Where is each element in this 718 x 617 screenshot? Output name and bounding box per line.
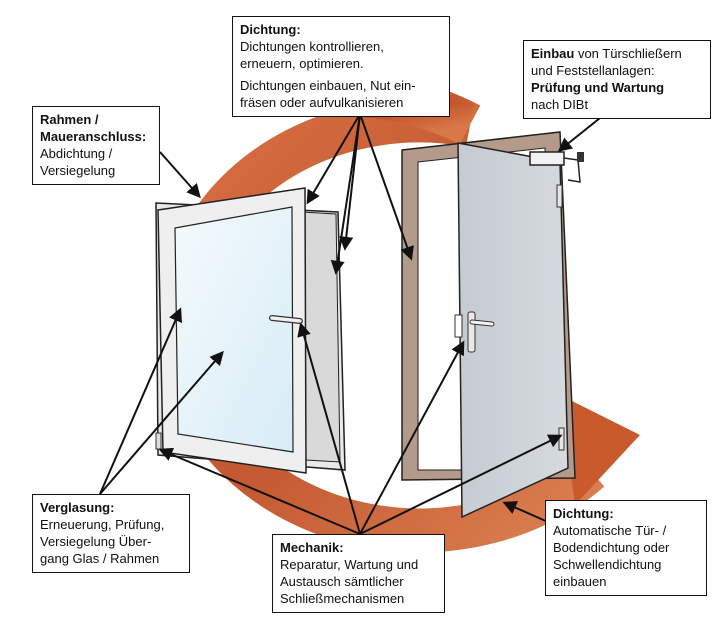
door-leaf (454, 142, 569, 519)
callout-dichtung-top: Dichtung: Dichtungen kontrollieren, erne… (232, 16, 450, 117)
callout-dichtung-bottom: Dichtung: Automatische Tür- / Bodendicht… (545, 500, 707, 596)
callout-title: Verglasung: (40, 500, 115, 515)
callout-title: Mechanik: (280, 540, 344, 555)
callout-line: und Feststellanlagen: (531, 63, 655, 78)
door-handle-plate (467, 311, 476, 353)
callout-line: Reparatur, Wartung und (280, 557, 419, 572)
door-hinge-top (556, 184, 563, 208)
callout-line: Abdichtung / (40, 146, 113, 161)
callout-title: Rahmen / (40, 112, 99, 127)
callout-line: Bodendichtung oder (553, 540, 670, 555)
callout-line: Dichtungen kontrollieren, (240, 39, 384, 54)
callout-title-bold: Einbau (531, 46, 575, 61)
callout-line: Dichtungen einbauen, Nut ein- (240, 78, 416, 93)
window-glass (174, 206, 294, 453)
callout-line: Automatische Tür- / (553, 523, 667, 538)
door-hinge-bottom (558, 427, 565, 451)
callout-line: gang Glas / Rahmen (40, 551, 160, 566)
callout-line: Erneuerung, Prüfung, (40, 517, 165, 532)
callout-title: Dichtung: (240, 22, 301, 37)
callout-verglasung: Verglasung: Erneuerung, Prüfung, Versieg… (32, 494, 190, 573)
callout-line: Austausch sämtlicher (280, 574, 404, 589)
callout-title-rest: von Türschließern (574, 46, 682, 61)
callout-rahmen: Rahmen / Maueranschluss: Abdichtung / Ve… (32, 106, 160, 185)
callout-line: Versiegelung (40, 163, 116, 178)
callout-line: Versiegelung Über- (40, 534, 152, 549)
door-lock-plate (454, 314, 463, 338)
callout-line: fräsen oder aufvulkanisieren (240, 95, 404, 110)
callout-mechanik: Mechanik: Reparatur, Wartung und Austaus… (272, 534, 445, 613)
window-sash (155, 187, 307, 474)
callout-line: Schwellendichtung (553, 557, 662, 572)
callout-einbau: Einbau von Türschließern und Feststellan… (523, 40, 711, 119)
callout-title: Dichtung: (553, 506, 614, 521)
callout-line: einbauen (553, 574, 607, 589)
door-closer (529, 151, 584, 183)
callout-title: Maueranschluss: (40, 129, 147, 144)
callout-bold-line: Prüfung und Wartung (531, 80, 665, 95)
ring-arrowhead (560, 395, 640, 505)
leader-arrows (99, 113, 601, 535)
callout-line: erneuern, optimieren. (240, 56, 364, 71)
window-hinge (155, 432, 162, 450)
callout-line: Schließmechanismen (280, 591, 405, 606)
callout-line: nach DIBt (531, 97, 589, 112)
